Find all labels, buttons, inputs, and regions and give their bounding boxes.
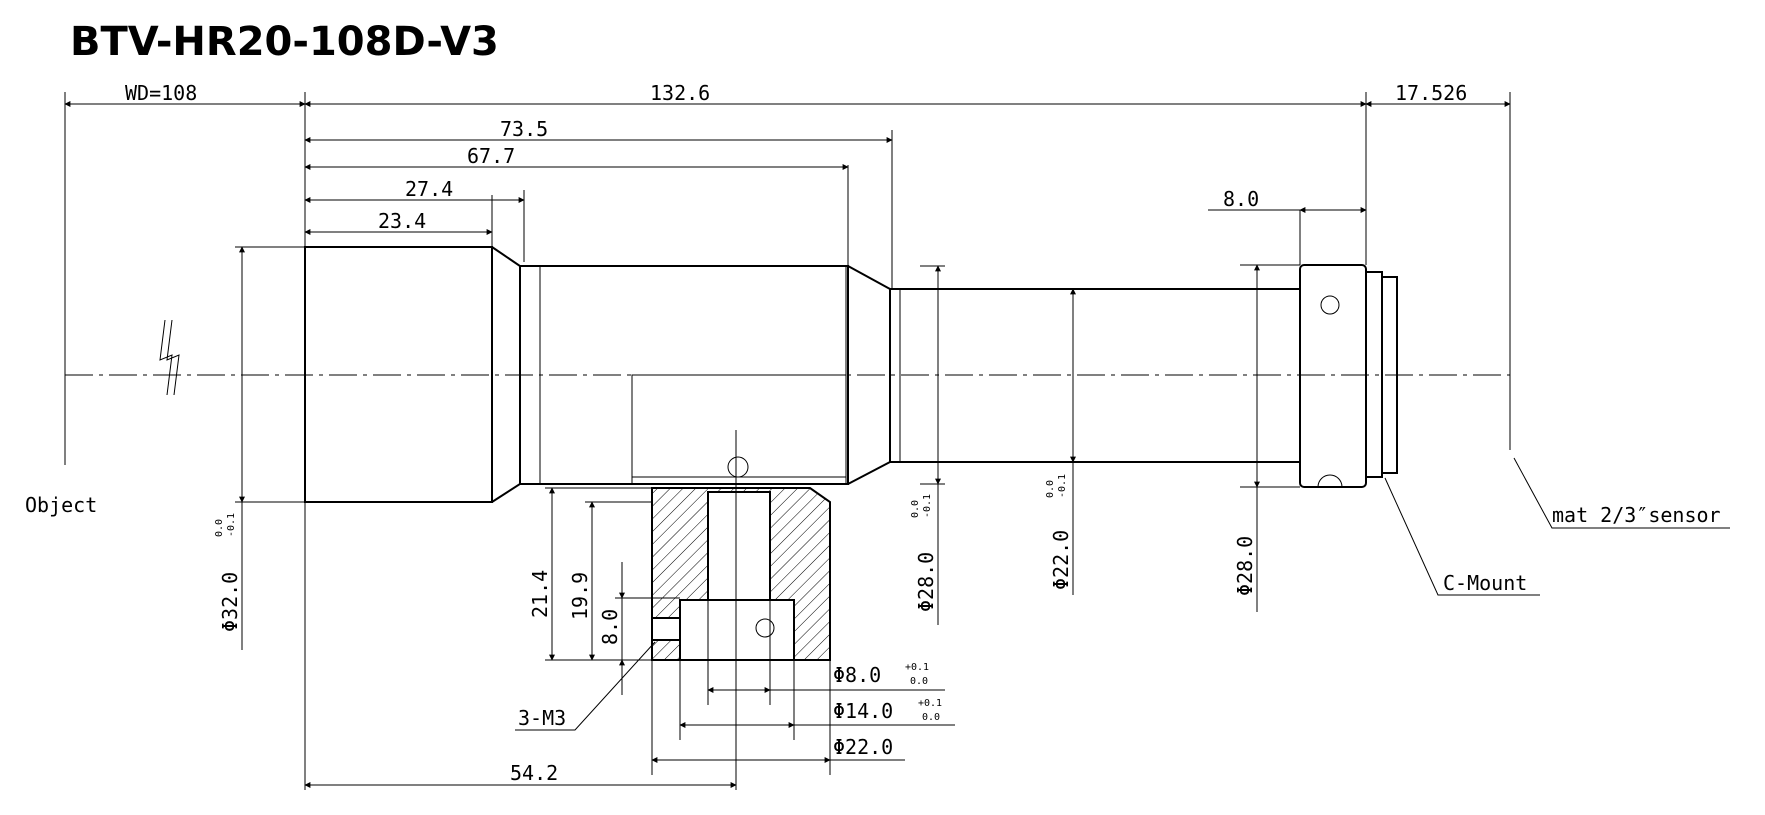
- label-sensor: mat 2/3″sensor: [1552, 503, 1721, 527]
- tol-dia-14-lower: 0.0: [922, 712, 940, 723]
- dim-dia-14: Φ14.0: [833, 699, 893, 723]
- dim-21-4: 21.4: [528, 570, 552, 618]
- block-hole-icon: [755, 618, 775, 638]
- dimension-lines: [64, 101, 1511, 788]
- tol-dia-14-upper: +0.1: [918, 698, 942, 709]
- dim-8-0-top: 8.0: [1223, 187, 1259, 211]
- tol-dia-8-lower: 0.0: [910, 676, 928, 687]
- dim-dia-32: Φ32.0: [218, 572, 242, 632]
- extension-lines: [64, 92, 1511, 790]
- dim-8-0-side: 8.0: [598, 609, 622, 645]
- dim-dia-28-b: Φ28.0: [1233, 536, 1257, 596]
- dim-wd: WD=108: [125, 81, 197, 105]
- label-3-m3: 3-M3: [518, 706, 566, 730]
- leaders: [515, 457, 1730, 731]
- drawing-title: BTV-HR20-108D-V3: [70, 19, 499, 65]
- tol-dia-8-upper: +0.1: [905, 662, 929, 673]
- dim-19-9: 19.9: [568, 572, 592, 620]
- dim-27-4: 27.4: [405, 177, 453, 201]
- tol-dia-32-lower: -0.1: [226, 513, 237, 537]
- tol-dia-22-lower: -0.1: [1057, 474, 1068, 498]
- dim-dia-8: Φ8.0: [833, 663, 881, 687]
- label-object: Object: [25, 493, 97, 517]
- dim-flange-back: 17.526: [1395, 81, 1467, 105]
- break-mark: [159, 319, 180, 396]
- tol-dia-28-lower: -0.1: [922, 494, 933, 518]
- set-screw-icon: [1320, 295, 1340, 315]
- dim-total-length: 132.6: [650, 81, 710, 105]
- dim-54-2: 54.2: [510, 761, 558, 785]
- side-hole-icon: [727, 456, 749, 478]
- dim-73-5: 73.5: [500, 117, 548, 141]
- dim-dia-22-b: Φ22.0: [833, 735, 893, 759]
- label-c-mount: C-Mount: [1443, 571, 1527, 595]
- tol-dia-28-upper: 0.0: [910, 500, 921, 518]
- lens-body: [304, 246, 1398, 503]
- dim-67-7: 67.7: [467, 144, 515, 168]
- dim-dia-28-a: Φ28.0: [914, 552, 938, 612]
- tol-dia-32-upper: 0.0: [214, 519, 225, 537]
- dim-dia-22-a: Φ22.0: [1049, 530, 1073, 590]
- tol-dia-22-upper: 0.0: [1045, 480, 1056, 498]
- dim-23-4: 23.4: [378, 209, 426, 233]
- mounting-block: [651, 487, 831, 661]
